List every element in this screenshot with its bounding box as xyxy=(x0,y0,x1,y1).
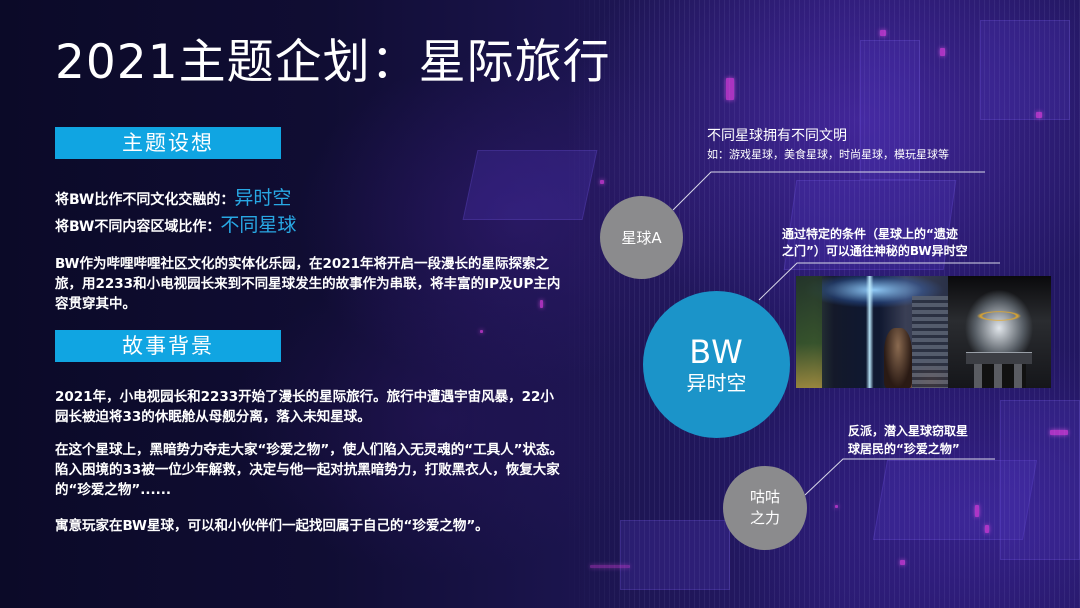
theme-row-2: 将BW不同内容区域比作：不同星球 xyxy=(55,210,296,237)
planet-a-note-subtitle: 如：游戏星球，美食星球，时尚星球，模玩星球等 xyxy=(707,148,949,161)
capsule-girl-image xyxy=(948,276,1051,388)
theme-row-2-prefix: 将BW不同内容区域比作： xyxy=(55,219,221,235)
bw-note-line-2: 之门”）可以通往神秘的BW异时空 xyxy=(782,244,968,258)
planet-a-label: 星球A xyxy=(621,229,662,247)
theme-row-1: 将BW比作不同文化交融的：异时空 xyxy=(55,183,291,210)
gugu-power-circle: 咕咕 之力 xyxy=(723,466,807,550)
story-section-heading: 故事背景 xyxy=(55,330,281,362)
theme-paragraph: BW作为哔哩哔哩社区文化的实体化乐园，在2021年将开启一段漫长的星际探索之旅，… xyxy=(55,256,561,312)
slide-title: 2021主题企划：星际旅行 xyxy=(55,35,611,90)
gugu-note: 反派，潜入星球窃取星 球居民的“珍爱之物” xyxy=(848,422,968,458)
gugu-label-line-2: 之力 xyxy=(749,509,780,527)
story-paragraph-1: 2021年，小电视园长和2233开始了漫长的星际旅行。旅行中遭遇宇宙风暴，22小… xyxy=(55,389,554,425)
planet-a-circle: 星球A xyxy=(600,196,683,279)
gugu-note-line-1: 反派，潜入星球窃取星 xyxy=(848,424,969,438)
theme-row-2-highlight: 不同星球 xyxy=(220,214,297,236)
theme-section-heading: 主题设想 xyxy=(55,127,281,159)
story-paragraph-2: 在这个星球上，黑暗势力夺走大家“珍爱之物”，使人们陷入无灵魂的“工具人”状态。陷… xyxy=(55,442,563,498)
gugu-note-line-2: 球居民的“珍爱之物” xyxy=(848,442,960,456)
bw-sublabel: 异时空 xyxy=(686,370,747,395)
bw-circle: BW 异时空 xyxy=(643,291,790,438)
bw-note-line-1: 通过特定的条件（星球上的“遗迹 xyxy=(782,227,958,241)
theme-row-1-highlight: 异时空 xyxy=(234,187,292,209)
planet-a-note-title: 不同星球拥有不同文明 xyxy=(707,128,847,144)
theme-row-1-prefix: 将BW比作不同文化交融的： xyxy=(55,192,235,208)
gugu-label-line-1: 咕咕 xyxy=(749,488,780,506)
story-paragraph-3: 寓意玩家在BW星球，可以和小伙伴们一起找回属于自己的“珍爱之物”。 xyxy=(55,518,489,534)
bw-note: 通过特定的条件（星球上的“遗迹 之门”）可以通往神秘的BW异时空 xyxy=(782,226,968,260)
city-light-beam-image xyxy=(796,276,948,388)
bw-label: BW xyxy=(689,332,744,371)
